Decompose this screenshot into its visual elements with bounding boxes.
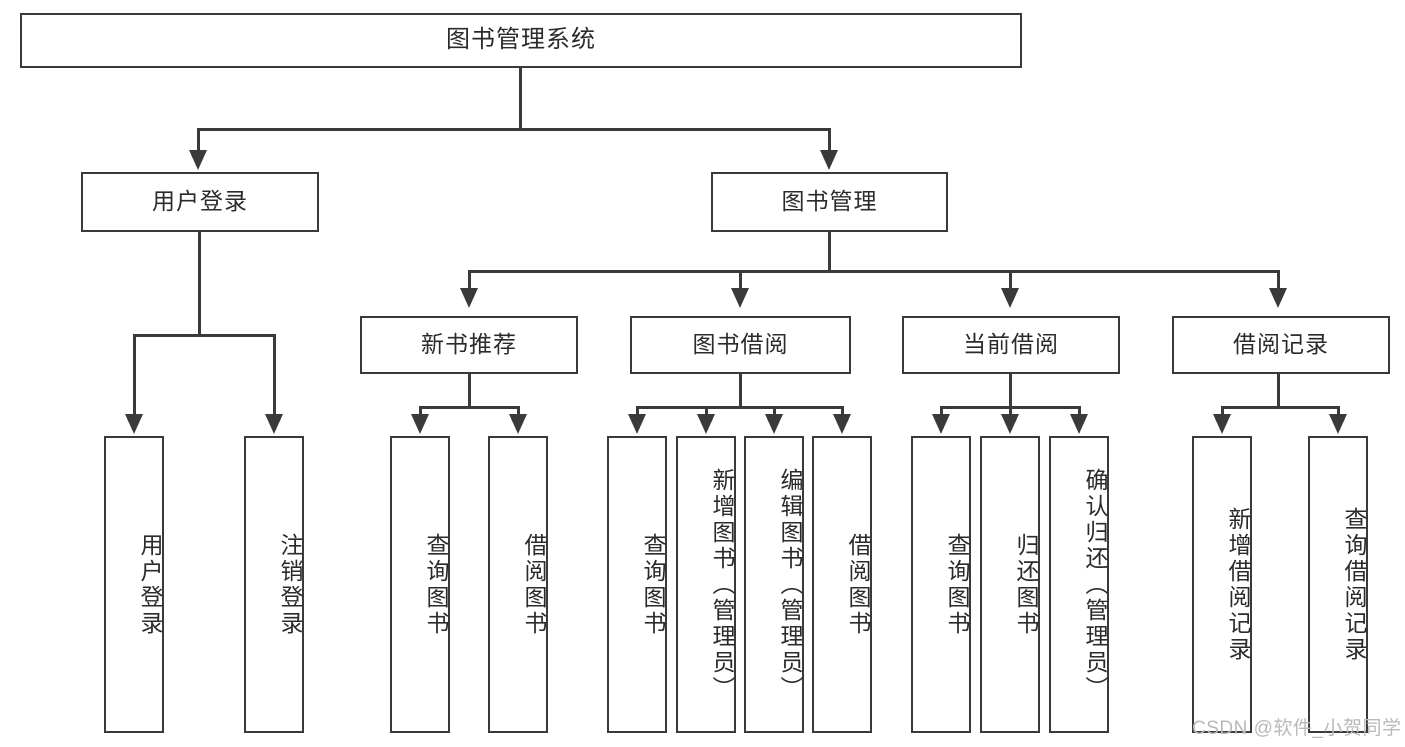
node-root-book-management-system[interactable]: 图书管理系统 — [20, 13, 1022, 68]
connector-bb-stem — [739, 374, 742, 408]
connector-bm-leg-4 — [1277, 270, 1280, 292]
csdn-watermark: CSDN @软件_小贺同学 — [1192, 718, 1402, 739]
arrow-to-book-management — [820, 150, 838, 170]
leaf-br-query-record[interactable]: 查询借阅记录 — [1308, 436, 1368, 733]
arrow-bb-leaf-2 — [697, 414, 715, 434]
arrow-to-current-borrow — [1001, 288, 1019, 308]
node-new-book-recommend[interactable]: 新书推荐 — [360, 316, 578, 374]
leaf-cb-query-book[interactable]: 查询图书 — [911, 436, 971, 733]
node-book-management[interactable]: 图书管理 — [711, 172, 948, 232]
connector-nbr-stem — [468, 374, 471, 408]
connector-cb-leg-3 — [1078, 406, 1081, 418]
connector-bm-leg-1 — [468, 270, 471, 292]
node-user-login[interactable]: 用户登录 — [81, 172, 319, 232]
arrow-bb-leaf-3 — [765, 414, 783, 434]
connector-nbr-leg-1 — [419, 406, 422, 418]
connector-root-leg-2 — [828, 128, 831, 156]
connector-user-login-bus — [134, 334, 276, 337]
connector-br-leg-1 — [1221, 406, 1224, 418]
node-book-borrow[interactable]: 图书借阅 — [630, 316, 851, 374]
connector-user-login-leg-1 — [133, 334, 136, 416]
connector-bb-leg-2 — [705, 406, 708, 418]
leaf-bb-edit-book-admin[interactable]: 编辑图书（管理员） — [744, 436, 804, 733]
arrow-bb-leaf-1 — [628, 414, 646, 434]
connector-cb-leg-2 — [1009, 406, 1012, 418]
leaf-bb-query-book[interactable]: 查询图书 — [607, 436, 667, 733]
connector-user-login-stem — [198, 232, 201, 336]
connector-book-management-stem — [828, 232, 831, 272]
arrow-nbr-leaf-2 — [509, 414, 527, 434]
connector-cb-stem — [1009, 374, 1012, 408]
connector-book-management-bus — [469, 270, 1279, 273]
leaf-bb-add-book-admin[interactable]: 新增图书（管理员） — [676, 436, 736, 733]
connector-bb-bus — [637, 406, 843, 409]
arrow-to-borrow-record — [1269, 288, 1287, 308]
node-current-borrow[interactable]: 当前借阅 — [902, 316, 1120, 374]
arrow-to-book-borrow — [731, 288, 749, 308]
connector-root-leg-1 — [197, 128, 200, 156]
node-borrow-record[interactable]: 借阅记录 — [1172, 316, 1390, 374]
arrow-cb-leaf-3 — [1070, 414, 1088, 434]
connector-bm-leg-2 — [739, 270, 742, 292]
connector-bm-leg-3 — [1009, 270, 1012, 292]
leaf-cb-return-book[interactable]: 归还图书 — [980, 436, 1040, 733]
arrow-to-leaf-user-login — [125, 414, 143, 434]
connector-bb-leg-4 — [841, 406, 844, 418]
connector-nbr-bus — [420, 406, 519, 409]
connector-br-leg-2 — [1337, 406, 1340, 418]
arrow-bb-leaf-4 — [833, 414, 851, 434]
arrow-cb-leaf-1 — [932, 414, 950, 434]
arrow-to-new-book-recommend — [460, 288, 478, 308]
connector-br-bus — [1222, 406, 1339, 409]
leaf-nbr-query-book[interactable]: 查询图书 — [390, 436, 450, 733]
connector-cb-leg-1 — [940, 406, 943, 418]
arrow-br-leaf-1 — [1213, 414, 1231, 434]
leaf-user-login[interactable]: 用户登录 — [104, 436, 164, 733]
arrow-br-leaf-2 — [1329, 414, 1347, 434]
connector-nbr-leg-2 — [517, 406, 520, 418]
connector-root-bus — [198, 128, 831, 131]
arrow-to-leaf-logout — [265, 414, 283, 434]
connector-br-stem — [1277, 374, 1280, 408]
arrow-nbr-leaf-1 — [411, 414, 429, 434]
connector-bb-leg-3 — [773, 406, 776, 418]
arrow-cb-leaf-2 — [1001, 414, 1019, 434]
leaf-nbr-borrow-book[interactable]: 借阅图书 — [488, 436, 548, 733]
connector-bb-leg-1 — [636, 406, 639, 418]
leaf-bb-borrow-book[interactable]: 借阅图书 — [812, 436, 872, 733]
connector-root-stem — [519, 68, 522, 130]
connector-user-login-leg-2 — [273, 334, 276, 416]
arrow-to-user-login — [189, 150, 207, 170]
leaf-cb-confirm-return-admin[interactable]: 确认归还（管理员） — [1049, 436, 1109, 733]
leaf-br-add-record[interactable]: 新增借阅记录 — [1192, 436, 1252, 733]
leaf-logout[interactable]: 注销登录 — [244, 436, 304, 733]
